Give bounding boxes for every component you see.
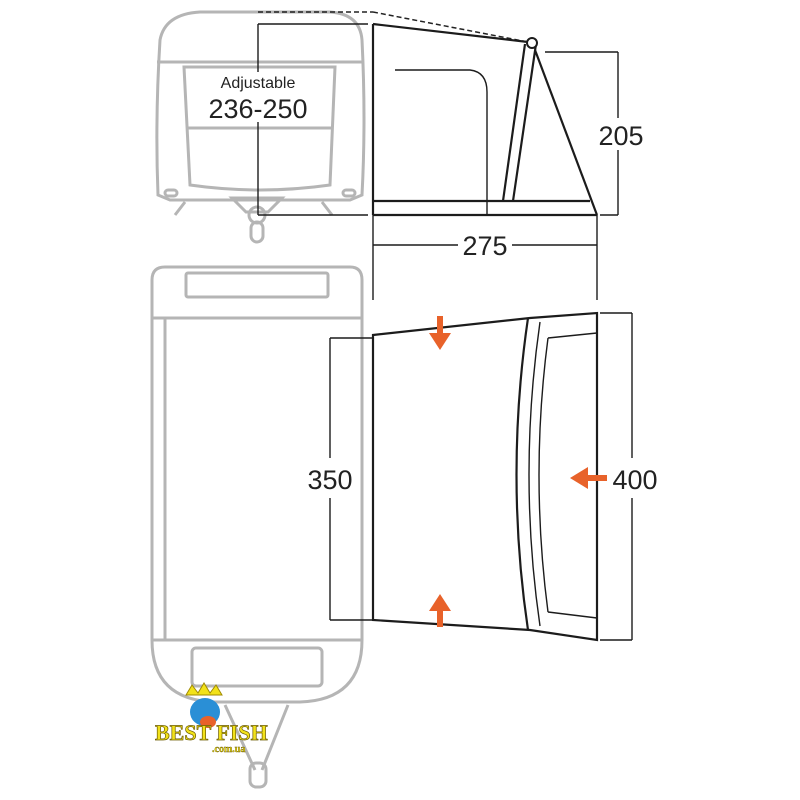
height-label: 205: [598, 121, 643, 151]
logo-domain: .com.ua: [212, 744, 245, 755]
caravan-plan-outline: [150, 265, 364, 789]
arrow-icon-side: [570, 467, 607, 489]
arrow-icon-top: [429, 316, 451, 350]
depth-dimension: [372, 215, 598, 300]
logo-text: BEST FISH: [155, 720, 268, 745]
inner-width-dimension: [329, 337, 373, 621]
adjustable-range: 236-250: [208, 94, 307, 124]
depth-label: 275: [462, 231, 507, 261]
bestfish-logo: BEST FISH .com.ua: [155, 682, 268, 755]
arrow-icon-bottom: [429, 594, 451, 627]
awning-plan-outline: [371, 311, 599, 642]
adjustable-label: Adjustable: [221, 75, 296, 92]
outer-width-label: 400: [612, 465, 657, 495]
outer-width-dimension: [600, 312, 633, 641]
caravan-rear-outline: [155, 10, 366, 244]
height-dimension: [545, 51, 619, 216]
inner-width-label: 350: [307, 465, 352, 495]
adjustable-dimension: [257, 23, 368, 216]
awning-side-outline: [258, 11, 599, 217]
